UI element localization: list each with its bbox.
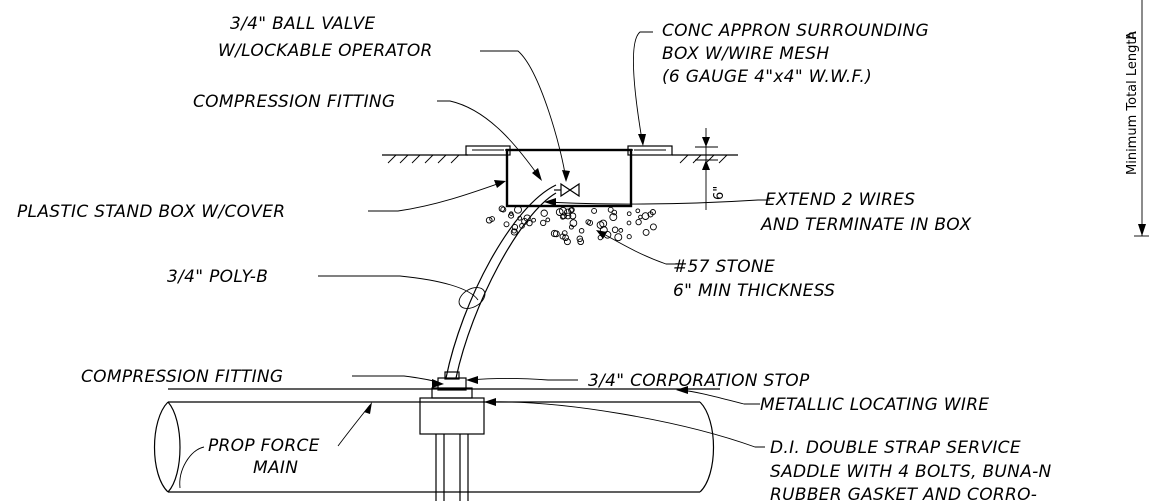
stone-pebble (587, 219, 594, 226)
box-depth-dimension: 6" (712, 186, 727, 200)
ball-valve-symbol (554, 182, 580, 198)
force-main-pipe (154, 401, 714, 493)
stone-pebble (578, 228, 585, 234)
ball-valve-label-1: 3/4" BALL VALVE (230, 14, 375, 34)
stone-pebble (591, 207, 598, 214)
stone-pebble (545, 217, 551, 223)
service-saddle (419, 397, 485, 501)
extend-wires-label-1: EXTEND 2 WIRES (765, 190, 915, 210)
stone-pebble (649, 223, 657, 231)
stone-pebble (569, 212, 577, 220)
ground-surface (382, 154, 738, 164)
stone-pebble (508, 212, 515, 219)
stand-box-label: PLASTIC STAND BOX W/COVER (17, 202, 285, 222)
stone-pebble (599, 219, 608, 228)
stone-pebble (611, 226, 619, 234)
stone-pebble (642, 228, 650, 236)
apron-label-3: (6 GAUGE 4"x4" W.W.F.) (662, 67, 872, 87)
stone-pebble (641, 212, 650, 220)
stone-pebble (563, 238, 571, 246)
stone-pebble (498, 205, 506, 212)
extend-wires-label-2: AND TERMINATE IN BOX (760, 215, 972, 235)
stone-pebble (647, 211, 654, 218)
stone-pebble (638, 214, 643, 220)
stone-pebble (540, 219, 547, 227)
stone-pebble (531, 217, 536, 223)
depth-dimension (695, 128, 718, 210)
saddle-label-3: RUBBER GASKET AND CORRO- (770, 485, 1037, 501)
stone-pebble (550, 229, 559, 238)
stone-bed (485, 205, 657, 246)
stone-pebble (514, 205, 522, 214)
stone-pebble (555, 208, 564, 216)
compression-fitting-bottom-label: COMPRESSION FITTING (81, 367, 283, 387)
locating-wire-label: METALLIC LOCATING WIRE (760, 395, 989, 415)
apron-label-2: BOX W/WIRE MESH (662, 44, 829, 64)
stone-pebble (568, 224, 574, 230)
saddle-label-1: D.I. DOUBLE STRAP SERVICE (770, 438, 1021, 458)
poly-b-label: 3/4" POLY-B (167, 267, 268, 287)
stone-pebble (618, 228, 624, 233)
stone-pebble (562, 234, 569, 242)
stone-pebble (561, 230, 568, 236)
stone-pebble (511, 228, 517, 234)
stone-pebble (576, 235, 584, 243)
plastic-stand-box (505, 148, 633, 208)
stone-label-1: #57 STONE (673, 257, 775, 277)
stone-pebble (540, 209, 548, 217)
stone-pebble (503, 221, 510, 228)
side-label-a: A (1125, 31, 1140, 40)
force-main-label-1: PROP FORCE (208, 436, 320, 456)
stone-pebble (500, 206, 507, 213)
stone-pebble (485, 216, 493, 224)
stone-pebble (614, 233, 623, 242)
stone-pebble (626, 220, 632, 226)
stone-pebble (558, 206, 568, 216)
compression-fitting-top-label: COMPRESSION FITTING (193, 92, 395, 112)
stone-pebble (569, 219, 578, 227)
stone-pebble (577, 238, 585, 246)
stone-pebble (511, 223, 519, 231)
leader-lines (179, 31, 770, 489)
stone-pebble (611, 209, 618, 216)
stone-pebble (609, 213, 618, 222)
apron-label-1: CONC APPRON SURROUNDING (662, 21, 929, 41)
corporation-stop-label: 3/4" CORPORATION STOP (588, 371, 810, 391)
force-main-label-2: MAIN (253, 458, 298, 478)
stone-pebble (626, 234, 632, 240)
stone-pebble (635, 208, 641, 214)
ball-valve-label-2: W/LOCKABLE OPERATOR (218, 41, 433, 61)
poly-b-service-line (445, 184, 557, 379)
stone-pebble (626, 211, 632, 217)
stone-pebble (607, 206, 614, 213)
saddle-label-2: SADDLE WITH 4 BOLTS, BUNA-N (770, 462, 1052, 482)
side-label-length: Minimum Total Length (1125, 31, 1140, 175)
side-length-dimension (1134, 0, 1149, 237)
stone-pebble (568, 207, 574, 214)
stone-pebble (508, 211, 514, 216)
stone-pebble (635, 218, 642, 226)
stone-label-2: 6" MIN THICKNESS (673, 281, 835, 301)
